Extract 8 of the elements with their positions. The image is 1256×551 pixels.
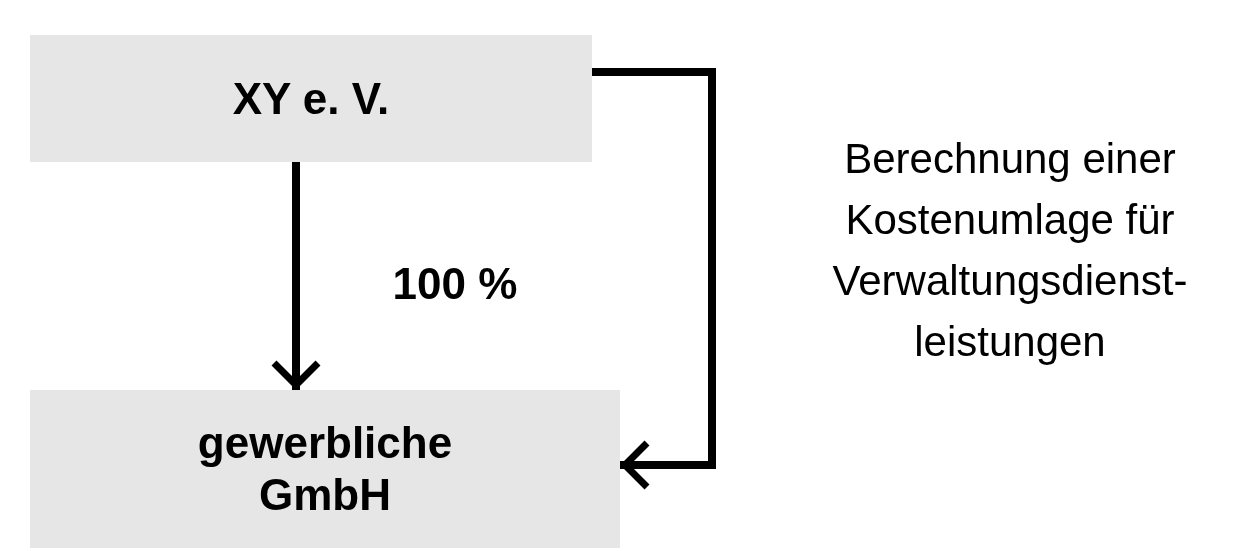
node-label: XY e. V. [232, 72, 390, 125]
edge-label: 100 % [391, 258, 519, 310]
edge-label: Berechnung einer Kostenumlage für Verwaltungsdienst- leistungen [831, 134, 1189, 367]
arrow [592, 68, 716, 491]
process-box [30, 35, 592, 162]
process-box [30, 390, 620, 548]
arrow [270, 162, 322, 390]
node-label: gewerbliche GmbH [196, 417, 454, 521]
